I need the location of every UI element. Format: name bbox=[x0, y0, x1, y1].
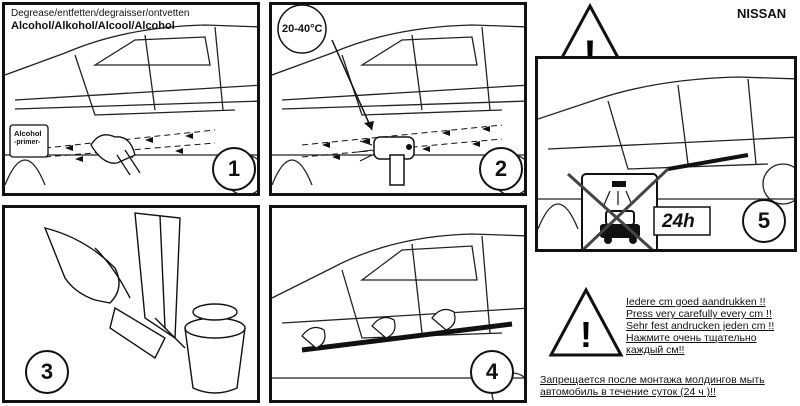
step-number-4: 4 bbox=[470, 350, 514, 394]
warning-footer: Запрещается после монтажа молдингов мыть… bbox=[540, 374, 765, 398]
temperature-label: 20-40°C bbox=[282, 23, 323, 35]
step-number-2: 2 bbox=[479, 147, 523, 191]
panel-step-2: 20-40°C 2 bbox=[269, 2, 527, 196]
warning-footer-line-1: Запрещается после монтажа молдингов мыть bbox=[540, 374, 765, 386]
car-no-wash-illustration bbox=[538, 76, 794, 249]
car-side-heat-gun-illustration bbox=[272, 5, 524, 193]
bottle-label-line-1: Alcohol bbox=[14, 129, 42, 138]
peel-tape-illustration bbox=[43, 212, 246, 394]
warning-text-block: Iedere cm goed aandrukken !! Press very … bbox=[626, 296, 774, 356]
car-side-illustration bbox=[5, 24, 257, 193]
panel-step-1: Degrease/entfetten/degraisser/ontvetten … bbox=[2, 2, 260, 196]
step-number-5: 5 bbox=[742, 199, 786, 243]
step-1-instruction-line-2: Alcohol/Alkohol/Alcool/Alcohol bbox=[11, 20, 175, 32]
bottle-label-line-2: -primer- bbox=[14, 139, 41, 146]
warning-line-1: Iedere cm goed aandrukken !! bbox=[626, 296, 766, 308]
warning-footer-line-2: автомобиль в течение суток (24 ч )!! bbox=[540, 386, 716, 398]
warning-line-2: Press very carefully every cm !! bbox=[626, 308, 772, 320]
warning-line-5: каждый см!! bbox=[626, 344, 685, 356]
brand-label: NISSAN bbox=[737, 6, 787, 21]
step-number-1: 1 bbox=[212, 147, 256, 191]
panel-step-4: 4 bbox=[269, 205, 527, 403]
warning-triangle-bottom: ! bbox=[548, 286, 624, 359]
warning-line-3: Sehr fest andrucken jeden cm !! bbox=[626, 320, 775, 332]
panel-step-5: 24h 5 bbox=[535, 56, 797, 252]
panel-step-3: 3 bbox=[2, 205, 260, 403]
step-number-3: 3 bbox=[25, 350, 69, 394]
warning-icon: ! bbox=[548, 286, 624, 357]
step-1-instruction-line-1: Degrease/entfetten/degraisser/ontvetten bbox=[11, 8, 190, 19]
warning-line-4: Нажмите очень тщательно bbox=[626, 332, 757, 344]
wait-time-label: 24h bbox=[662, 211, 695, 232]
svg-text:!: ! bbox=[580, 314, 592, 355]
